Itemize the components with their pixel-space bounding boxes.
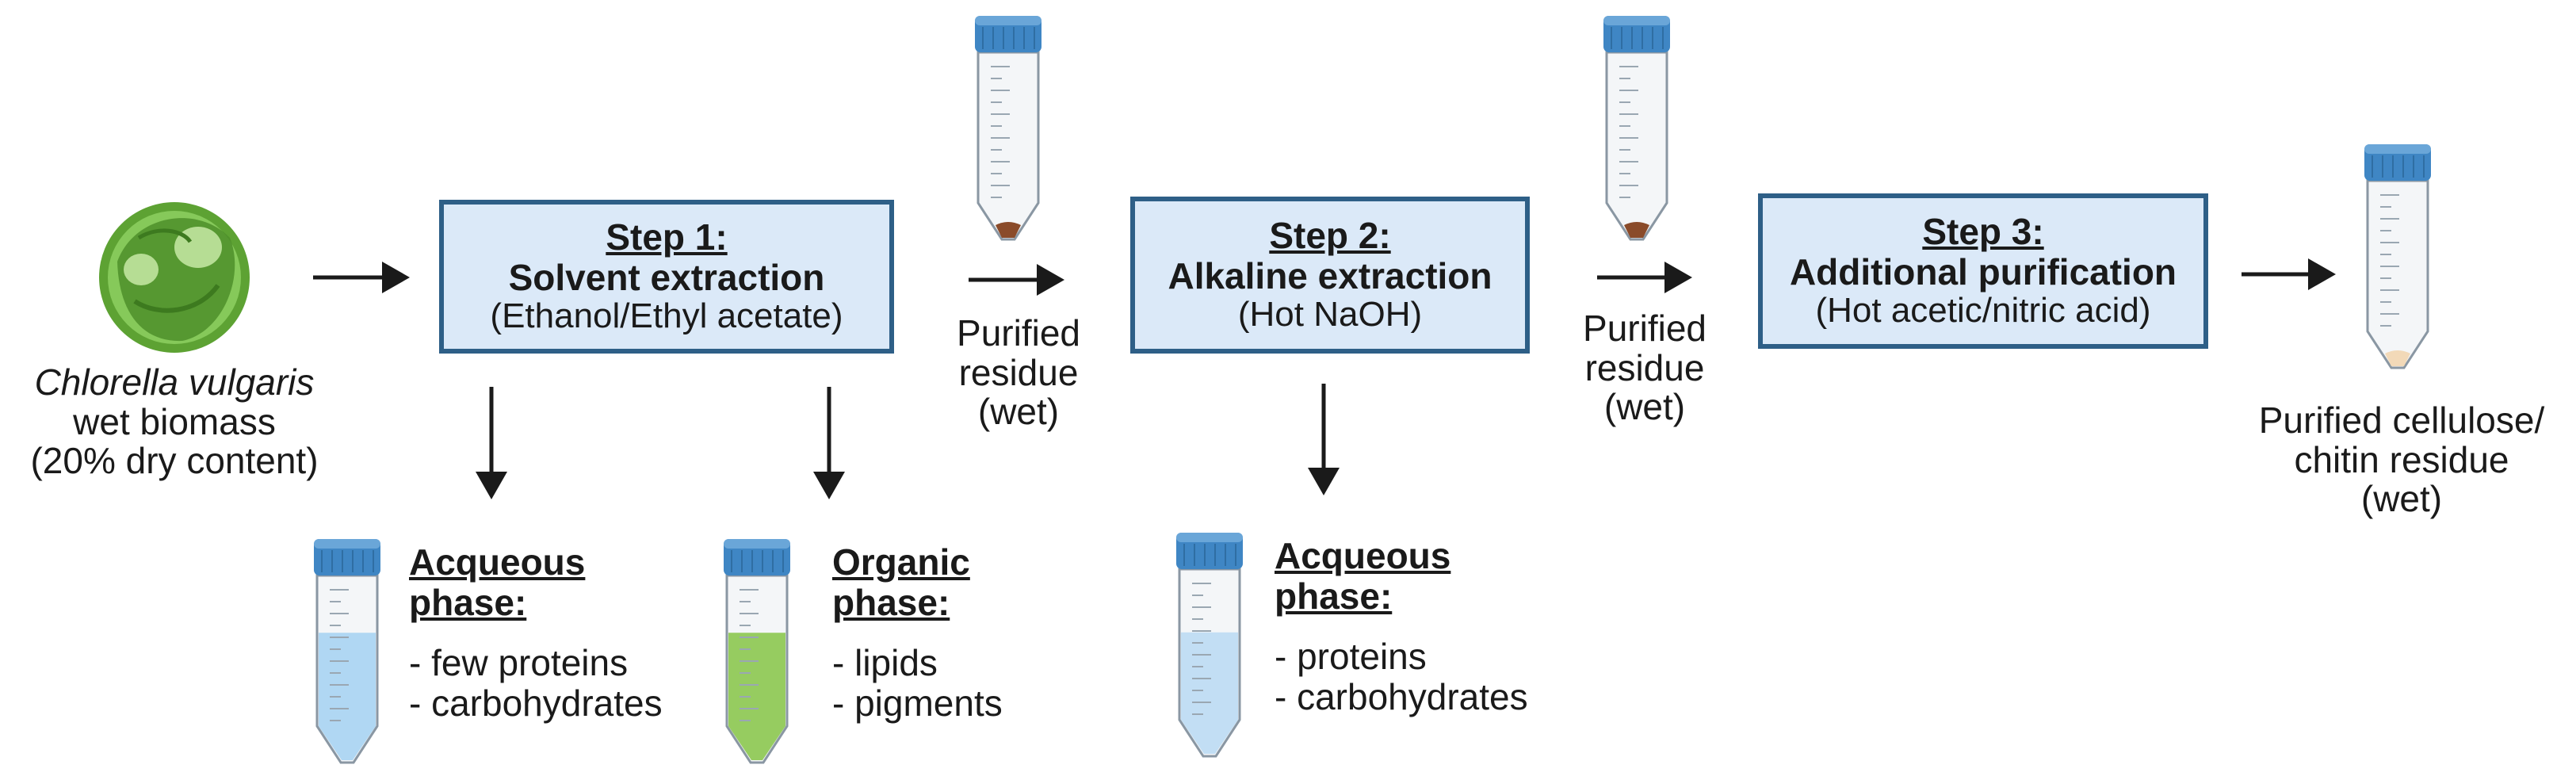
phase-1-item: - carbohydrates [409, 682, 663, 724]
tube-liquid [1181, 632, 1238, 754]
tube-body [1605, 51, 1668, 241]
tube-cap-top [1176, 533, 1243, 542]
step-2-title: Alkaline extraction [1168, 254, 1492, 296]
step-2-detail: (Hot NaOH) [1237, 295, 1423, 335]
residue-2-label: Purified residue (wet) [1554, 308, 1736, 428]
phase-2-item: - pigments [832, 682, 1003, 724]
residue-1-line-3: (wet) [977, 391, 1060, 433]
final-product-line-3: (wet) [2360, 478, 2443, 520]
tube-liquid [319, 633, 376, 760]
centrifuge-tube-icon [314, 539, 380, 764]
species-name: Chlorella vulgaris [34, 361, 315, 403]
step-1-heading: Step 1: [606, 216, 728, 258]
step-3-heading: Step 3: [1922, 211, 2044, 253]
step-3-title: Additional purification [1789, 250, 2177, 292]
tube-cap-top [2364, 144, 2431, 154]
tube-cap-top [975, 16, 1041, 25]
step-1-box: Step 1: Solvent extraction (Ethanol/Ethy… [439, 200, 894, 354]
phase-3-items: - proteins - carbohydrates [1275, 637, 1528, 717]
tube-pellet [996, 222, 1021, 238]
phase-3-item: - carbohydrates [1275, 675, 1528, 717]
centrifuge-tube-icon [1176, 533, 1243, 758]
chlorella-cell-icon [99, 202, 250, 353]
phase-3-heading-1: Acqueous [1275, 535, 1451, 576]
phase-3-heading-2: phase: [1275, 575, 1393, 617]
source-label: Chlorella vulgaris wet biomass (20% dry … [8, 361, 341, 482]
residue-2-line-3: (wet) [1603, 386, 1686, 428]
residue-2-line-2: residue [1584, 346, 1705, 388]
tube-liquid [728, 633, 785, 760]
final-product-label: Purified cellulose/ chitin residue (wet) [2235, 400, 2568, 520]
residue-2-line-1: Purified [1583, 308, 1707, 349]
tube-cap-top [724, 539, 790, 549]
phase-1-item: - few proteins [409, 642, 629, 684]
phase-1-items: - few proteins - carbohydrates [409, 643, 663, 723]
phase-2-heading-2: phase: [832, 581, 950, 623]
step-3-box: Step 3: Additional purification (Hot ace… [1758, 193, 2208, 349]
step-1-title: Solvent extraction [508, 256, 825, 298]
step-2-heading: Step 2: [1269, 215, 1391, 257]
phase-2-label: Organic phase: - lipids - pigments [832, 542, 1003, 723]
step-3-detail: (Hot acetic/nitric acid) [1815, 291, 2151, 331]
tube-pellet [2385, 350, 2410, 366]
tube-cap-top [1603, 16, 1670, 25]
step-2-box: Step 2: Alkaline extraction (Hot NaOH) [1130, 197, 1530, 354]
phase-3-label: Acqueous phase: - proteins - carbohydrat… [1275, 536, 1528, 717]
phase-1-heading-2: phase: [409, 581, 527, 623]
tube-body [2366, 179, 2429, 369]
residue-1-label: Purified residue (wet) [927, 312, 1110, 433]
phase-3-item: - proteins [1275, 636, 1427, 678]
phase-1-heading-1: Acqueous [409, 541, 586, 583]
residue-1-line-2: residue [958, 351, 1079, 393]
tube-pellet [1624, 222, 1649, 238]
phase-1-label: Acqueous phase: - few proteins - carbohy… [409, 542, 663, 723]
source-line-2: wet biomass [73, 400, 276, 442]
final-product-line-1: Purified cellulose/ [2258, 400, 2545, 441]
phase-2-items: - lipids - pigments [832, 643, 1003, 723]
centrifuge-tube-icon [1603, 16, 1670, 241]
centrifuge-tube-icon [724, 539, 790, 764]
phase-2-heading-1: Organic [832, 541, 970, 583]
tube-body [977, 51, 1040, 241]
tube-cap-top [314, 539, 380, 549]
step-1-detail: (Ethanol/Ethyl acetate) [490, 296, 843, 336]
final-product-line-2: chitin residue [2294, 438, 2509, 480]
residue-1-line-1: Purified [957, 312, 1080, 354]
phase-2-item: - lipids [832, 642, 938, 684]
centrifuge-tube-icon [975, 16, 1041, 241]
source-line-3: (20% dry content) [30, 440, 319, 482]
centrifuge-tube-icon [2364, 144, 2431, 369]
